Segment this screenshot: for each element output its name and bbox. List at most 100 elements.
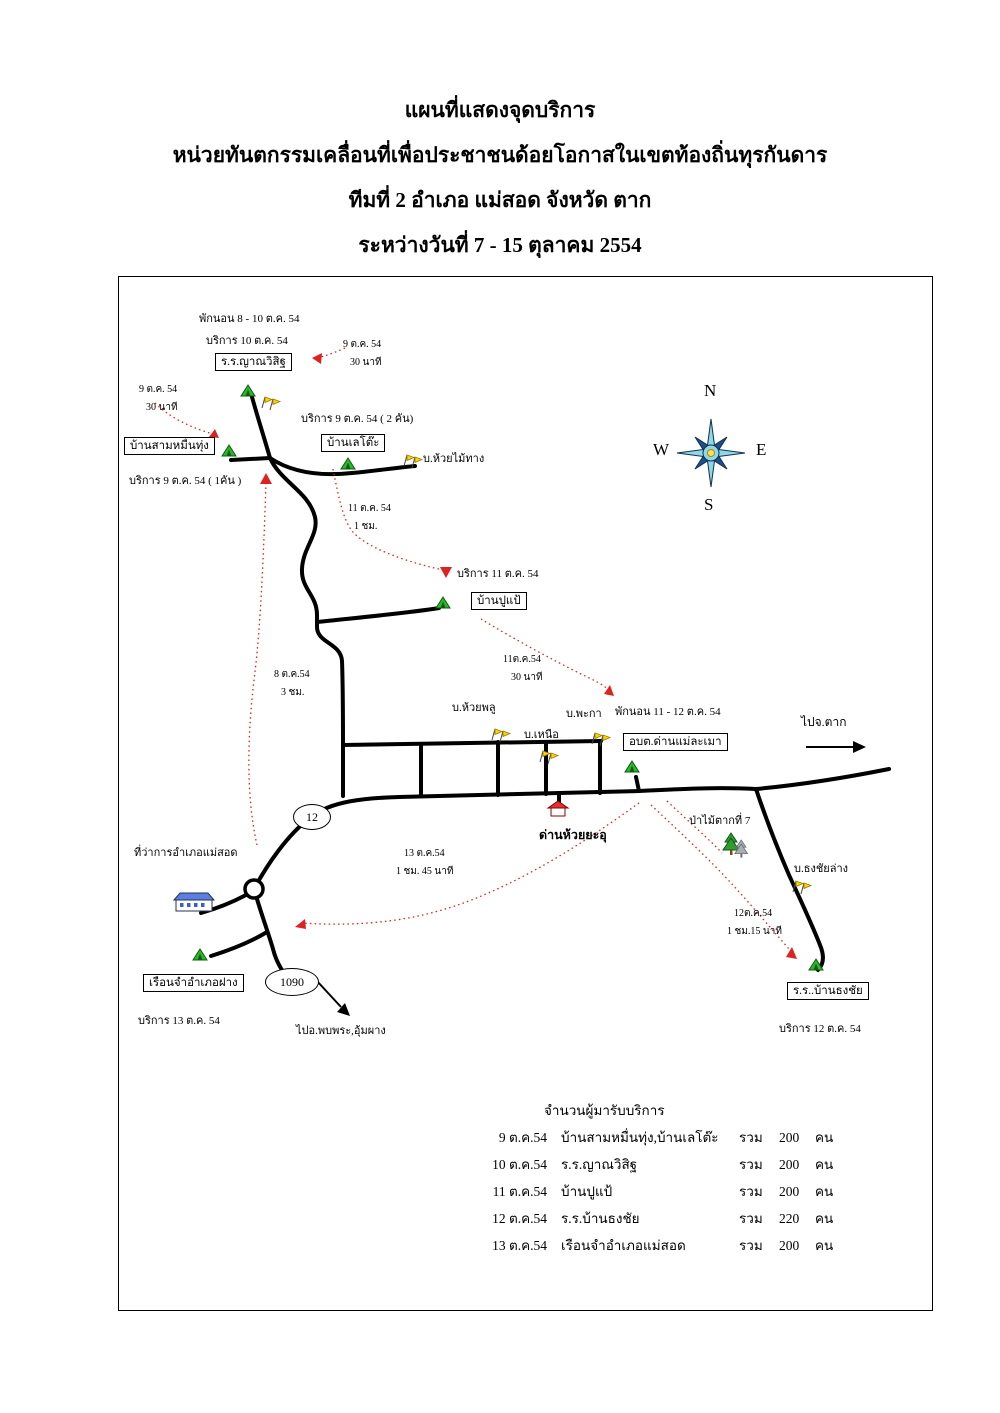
label-11oct-time: 1 ชม.: [354, 521, 378, 532]
label-service-9-1car: บริการ 9 ต.ค. 54 ( 1คัน ): [129, 475, 242, 487]
flags-icon-nuea: [539, 750, 559, 765]
summary-date: 10 ต.ค.54: [492, 1157, 547, 1172]
summary-unit: คน: [815, 1211, 834, 1226]
summary-unit: คน: [815, 1238, 834, 1253]
direction-arrows: [316, 741, 866, 1016]
summary-place: บ้านปูแป้: [561, 1184, 613, 1199]
label-huai-mai-thang: บ.ห้วยไม้ทาง: [423, 453, 485, 465]
road-school-stem: [250, 395, 272, 460]
label-service-9-2car: บริการ 9 ต.ค. 54 ( 2 คัน): [301, 413, 414, 425]
arrowhead-maesot: [295, 919, 306, 929]
route-west-long: [248, 481, 267, 846]
label-8oct-date: 8 ต.ค.54: [274, 669, 310, 680]
summary-row: 9 ต.ค.54 บ้านสามหมื่นทุ่ง,บ้านเลโต๊ะ รวม…: [489, 1124, 841, 1151]
summary-place: ร.ร.ญาณวิสิฐ: [561, 1157, 638, 1172]
flags-icon-huaiphlu: [491, 728, 511, 743]
label-thongchai-lang: บ.ธงชัยล่าง: [794, 863, 849, 875]
road-east-branch: [268, 456, 417, 477]
summary-date: 9 ต.ค.54: [498, 1130, 547, 1145]
box-lehtoh: บ้านเลโต๊ะ: [321, 434, 386, 453]
compass-label-n: N: [704, 381, 717, 400]
to-phopphra-arrow-line: [316, 980, 342, 1008]
route-pupae-obt: [480, 618, 609, 690]
compass-label-e: E: [756, 440, 767, 459]
summary-place: เรือนจำอำเภอแม่สอด: [561, 1238, 686, 1253]
label-9oct-left-time: 30 นาที: [146, 402, 178, 413]
road-obt-stub: [634, 775, 641, 793]
forest-trees-icon: [722, 832, 749, 859]
label-stay-11-12: พักนอน 11 - 12 ต.ค. 54: [615, 706, 721, 718]
label-service-10: บริการ 10 ต.ค. 54: [206, 335, 288, 347]
summary-date: 13 ต.ค.54: [492, 1238, 547, 1253]
arrowhead-pupae: [440, 567, 452, 578]
summary-unit: คน: [815, 1130, 834, 1145]
summary-row: 12 ต.ค.54 ร.ร.บ้านธงชัย รวม 220 คน: [489, 1205, 841, 1232]
tent-icon-sammuenthung: [221, 444, 237, 457]
compass-label-w: W: [653, 440, 670, 459]
label-13oct-time: 1 ชม. 45 นาที: [396, 866, 454, 877]
label-9oct-right-date: 9 ต.ค. 54: [343, 339, 382, 350]
label-9oct-left-date: 9 ต.ค. 54: [139, 384, 178, 395]
summary-count: 200: [779, 1184, 800, 1199]
tent-icon-school: [240, 384, 256, 397]
arrowhead-obt: [604, 685, 614, 696]
road-west-branch: [229, 456, 272, 462]
arrowhead-north: [260, 473, 272, 484]
summary-table: จำนวนผู้มารับบริการ 9 ต.ค.54 บ้านสามหมื่…: [489, 1097, 841, 1259]
label-phaka: บ.พะกา: [566, 708, 602, 720]
to-tak-arrowhead: [853, 741, 866, 753]
label-12oct-time: 1 ชม.15 นาที: [727, 926, 782, 937]
title-line-2: หน่วยทันตกรรมเคลื่อนที่เพื่อประชาชนด้อยโ…: [172, 143, 828, 167]
box-prison: เรือนจำอำเภอฝาง: [143, 974, 244, 993]
route-shield-12: 12: [293, 804, 331, 830]
to-phopphra-arrowhead: [337, 1003, 350, 1016]
arrowhead-school: [312, 353, 322, 364]
flags-icon-school: [261, 396, 281, 411]
route-dotted-lines: [154, 347, 790, 950]
tent-icon-pupae: [435, 596, 451, 609]
summary-row: 13 ต.ค.54 เรือนจำอำเภอแม่สอด รวม 200 คน: [489, 1232, 841, 1259]
road-pupae-spur: [315, 606, 441, 624]
map-frame: พักนอน 8 - 10 ต.ค. 54 บริการ 10 ต.ค. 54 …: [118, 276, 933, 1311]
label-dan-huai-ya-u: ด่านห้วยยะอุ: [539, 828, 607, 842]
summary-date: 12 ต.ค.54: [492, 1211, 547, 1226]
route-obt-maesot: [300, 802, 640, 925]
summary-row: 11 ต.ค.54 บ้านปูแป้ รวม 200 คน: [489, 1178, 841, 1205]
label-12oct-date: 12ต.ค.54: [734, 908, 773, 919]
label-9oct-right-time: 30 นาที: [350, 357, 382, 368]
label-huai-phlu: บ.ห้วยพลู: [452, 702, 496, 714]
label-11oct-b-time: 30 นาที: [511, 672, 543, 683]
label-11oct-date: 11 ต.ค. 54: [348, 503, 391, 514]
map-icons: [173, 384, 824, 971]
box-obt-dan-mae-la-mao: อบต.ด่านแม่ละเมา: [623, 733, 728, 752]
summary-sum-label: รวม: [739, 1211, 763, 1226]
summary-date: 11 ต.ค.54: [492, 1184, 547, 1199]
compass-rose: [676, 418, 746, 488]
box-thongchai-school: ร.ร..บ้านธงชัย: [787, 982, 869, 1001]
checkpoint-house-icon: [547, 800, 569, 817]
compass-center-dot: [707, 449, 715, 457]
document-title: แผนที่แสดงจุดบริการ หน่วยทันตกรรมเคลื่อน…: [0, 88, 1000, 268]
summary-sum-label: รวม: [739, 1157, 763, 1172]
label-service-12: บริการ 12 ต.ค. 54: [779, 1023, 861, 1035]
box-sammuenthung: บ้านสามหมื่นทุ่ง: [124, 437, 215, 456]
road-grid-horizontal: [341, 739, 603, 747]
summary-row: 10 ต.ค.54 ร.ร.ญาณวิสิฐ รวม 200 คน: [489, 1151, 841, 1178]
summary-sum-label: รวม: [739, 1238, 763, 1253]
label-stay-8-10: พักนอน 8 - 10 ต.ค. 54: [199, 313, 300, 325]
box-school-yanwisit: ร.ร.ญาณวิสิฐ: [215, 353, 292, 372]
label-district-office: ที่ว่าการอำเภอแม่สอด: [134, 847, 238, 859]
summary-header: จำนวนผู้มารับบริการ: [544, 1103, 665, 1118]
summary-count: 200: [779, 1157, 800, 1172]
road-prison-spur: [209, 930, 269, 958]
arrowhead-sammuen: [209, 429, 219, 438]
road-amphoe-spur: [199, 893, 248, 915]
road-main-south: [268, 456, 345, 798]
label-nuea: บ.เหนือ: [524, 729, 559, 741]
district-office-icon: [173, 892, 215, 912]
box-pupae: บ้านปูแป้: [471, 592, 527, 611]
label-to-phopphra: ไปอ.พบพระ,อุ้มผาง: [296, 1025, 386, 1037]
route-shield-1090: 1090: [265, 968, 319, 996]
tent-icon-lehtoh: [340, 457, 356, 470]
